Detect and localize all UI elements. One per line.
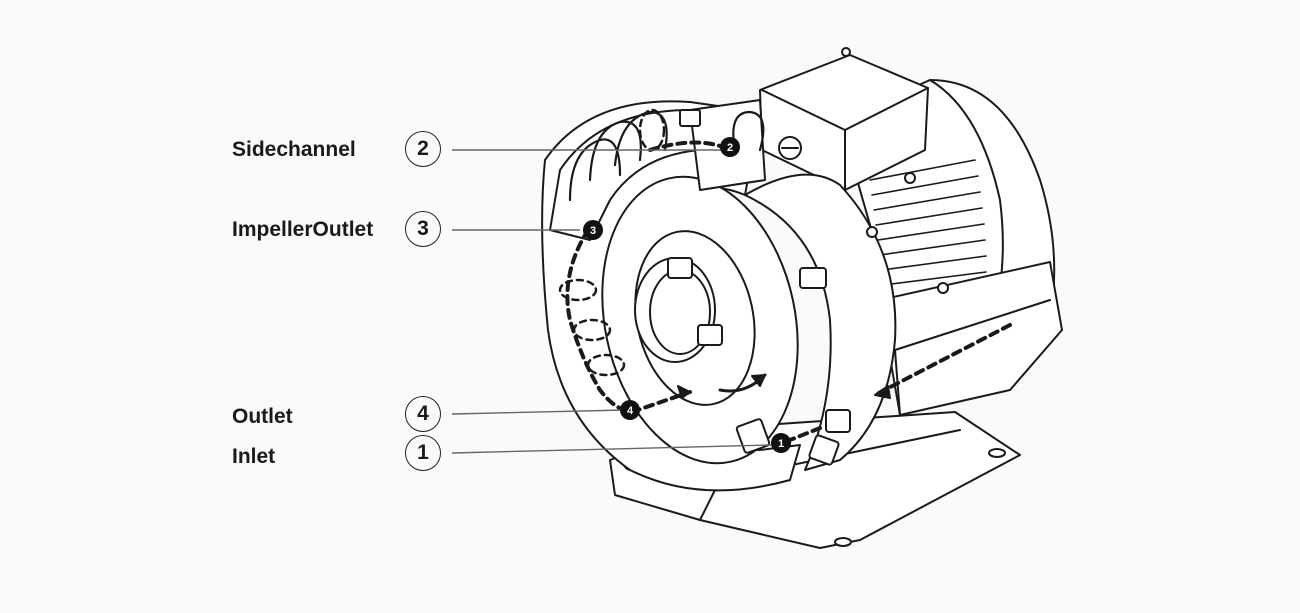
- marker-1-text: 1: [778, 438, 784, 450]
- callout-2: 2: [405, 131, 441, 167]
- label-inlet: Inlet: [232, 445, 276, 468]
- marker-4: [620, 400, 640, 420]
- leader-line-1: [451, 444, 773, 454]
- marker-4-text: 4: [627, 405, 634, 417]
- inlet-duct: [879, 261, 1063, 416]
- marker-3-text: 3: [590, 225, 596, 237]
- marker-2-text: 2: [727, 142, 733, 154]
- marker-3: [583, 220, 603, 240]
- marker-2: [720, 137, 740, 157]
- callout-3: 3: [405, 211, 441, 247]
- callout-1: 1: [405, 435, 441, 471]
- marker-1: [771, 433, 791, 453]
- leader-line-4: [451, 409, 626, 415]
- label-sidechannel: Sidechannel: [232, 138, 356, 161]
- callout-4: 4: [405, 396, 441, 432]
- label-outlet: Outlet: [232, 405, 293, 428]
- label-impeller-outlet: ImpellerOutlet: [232, 218, 374, 241]
- housing-shroud: [744, 173, 897, 471]
